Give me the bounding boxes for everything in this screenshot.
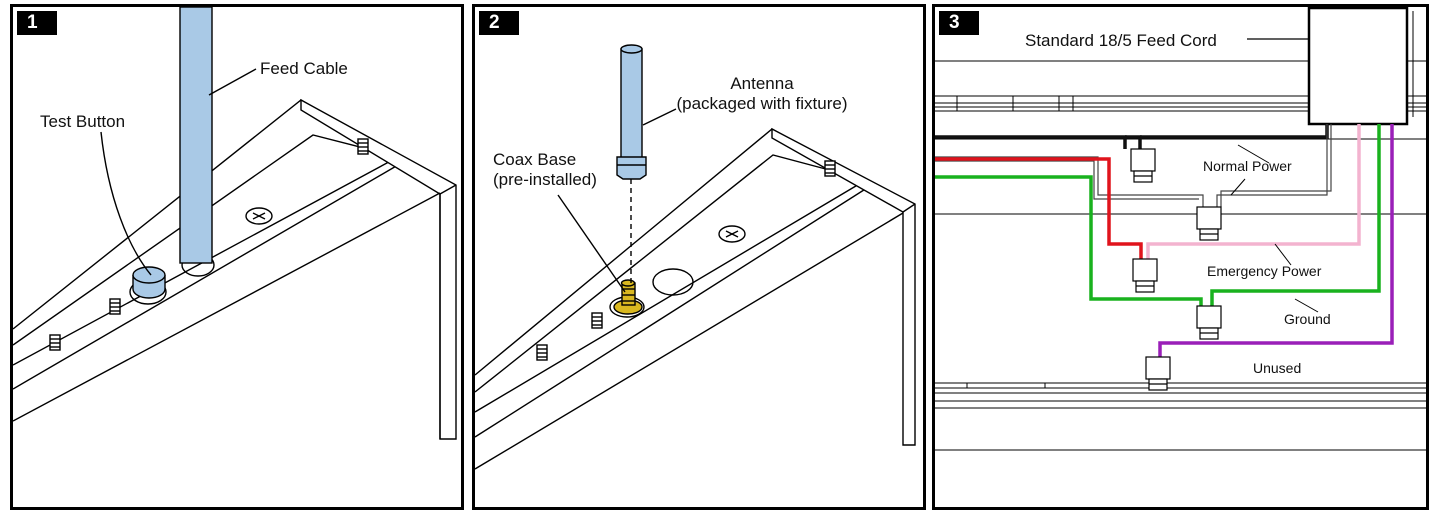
antenna-label: Antenna: [730, 74, 794, 93]
fixture-front-face-edge: [13, 192, 441, 422]
step-1-illustration: [13, 7, 457, 440]
emergency-power-label: Emergency Power: [1207, 263, 1322, 279]
coax-base: [613, 279, 643, 315]
coax-base-label: Coax Base: [493, 150, 577, 169]
emergency-power-leader: [1274, 243, 1292, 266]
step-2-panel: 2: [472, 4, 926, 510]
set-screw: [357, 138, 369, 155]
normal-power-leader-2: [1230, 178, 1246, 196]
normal-power-label: Normal Power: [1203, 158, 1292, 174]
fixture-channel-front: [475, 179, 908, 413]
fixture-front-face-edge: [475, 212, 904, 470]
feed-cable-label: Feed Cable: [260, 59, 348, 78]
ground-leader: [1294, 298, 1319, 313]
fixture-top-edge: [13, 99, 444, 330]
step-1-panel: 1: [10, 4, 464, 510]
step-3-panel: 3: [932, 4, 1429, 510]
unused-label: Unused: [1253, 360, 1302, 376]
fixture-channel-back: [475, 154, 868, 393]
set-screw: [109, 298, 121, 315]
set-screw: [536, 344, 548, 361]
step-3-wiring-diagram: [935, 7, 1426, 451]
feed-cable-leader: [208, 68, 257, 96]
fixture-inner-line: [13, 164, 399, 390]
phillips-screw: [245, 207, 273, 225]
fixture-inner-line: [475, 187, 868, 438]
test-button-label: Test Button: [40, 112, 126, 131]
wire-nut: [1132, 258, 1158, 293]
fixture-channel-front: [13, 156, 444, 366]
step-number: 2: [479, 11, 519, 35]
fixture-end-cap: [300, 98, 457, 440]
wire-green-2: [1210, 124, 1381, 306]
knockout-hole: [652, 268, 694, 296]
step-2-illustration: [475, 44, 916, 470]
feed-cord-junction: [1307, 7, 1409, 126]
test-button: [132, 266, 166, 299]
test-button-leader: [100, 131, 152, 276]
feed-cord-label: Standard 18/5 Feed Cord: [1025, 31, 1217, 50]
coax-base-note: (pre-installed): [493, 170, 597, 189]
phillips-screw: [718, 225, 746, 243]
wire-nut: [1196, 305, 1222, 340]
antenna: [616, 44, 647, 180]
step-number: 1: [17, 11, 57, 35]
set-screw: [824, 160, 836, 177]
wire-pink: [1146, 124, 1361, 259]
fixture-end-cap: [771, 127, 916, 446]
wire-purple: [1158, 124, 1394, 357]
wire-green-1: [935, 175, 1203, 306]
antenna-note: (packaged with fixture): [676, 94, 848, 113]
normal-power-leader-1: [1237, 144, 1270, 164]
set-screw: [591, 312, 603, 329]
step-number: 3: [939, 11, 979, 35]
feed-cable: [179, 7, 213, 264]
antenna-leader: [642, 108, 677, 126]
ground-label: Ground: [1284, 311, 1331, 327]
wire-red: [935, 157, 1143, 259]
wire-nut: [1145, 356, 1171, 391]
wire-nut: [1130, 148, 1156, 183]
wire-normal-2: [1216, 124, 1328, 207]
set-screw: [49, 334, 61, 351]
wire-normal-1: [935, 156, 1204, 207]
wire-nut: [1196, 206, 1222, 241]
coax-base-leader: [557, 194, 626, 293]
